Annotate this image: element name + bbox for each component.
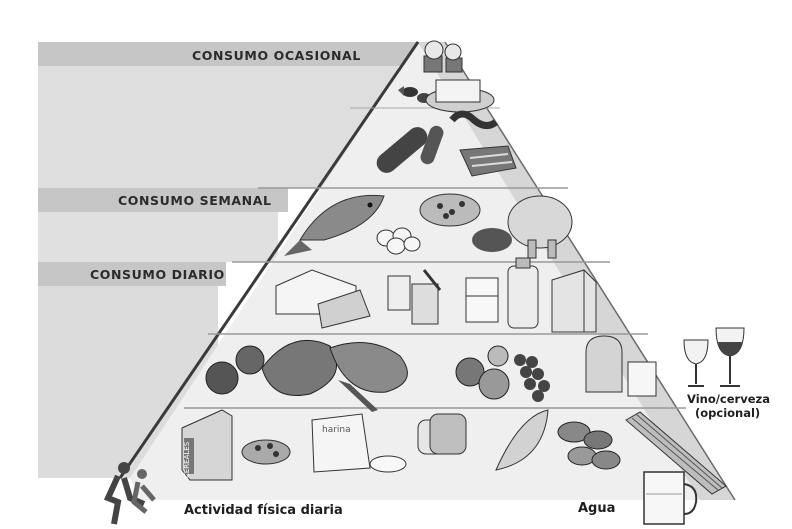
label-consumo-ocasional: CONSUMO OCASIONAL: [192, 48, 361, 63]
caption-vino-cerveza: Vino/cerveza: [687, 392, 770, 406]
caption-opcional: (opcional): [695, 406, 760, 420]
milk-glass-icon: [466, 278, 498, 322]
wine-glasses-icon: [684, 328, 744, 386]
milk-bottle-icon: [508, 258, 538, 328]
caption-actividad-fisica: Actividad física diaria: [184, 503, 343, 518]
oil-icon: [586, 336, 656, 396]
flour-bag-label: harina: [322, 425, 351, 435]
butter-icon: [426, 80, 494, 112]
cereals-box-label: CEREALES: [183, 441, 191, 478]
caption-agua: Agua: [578, 501, 615, 516]
milk-carton-icon: [552, 270, 596, 332]
label-consumo-diario: CONSUMO DIARIO: [90, 267, 225, 282]
label-consumo-semanal: CONSUMO SEMANAL: [118, 193, 272, 208]
